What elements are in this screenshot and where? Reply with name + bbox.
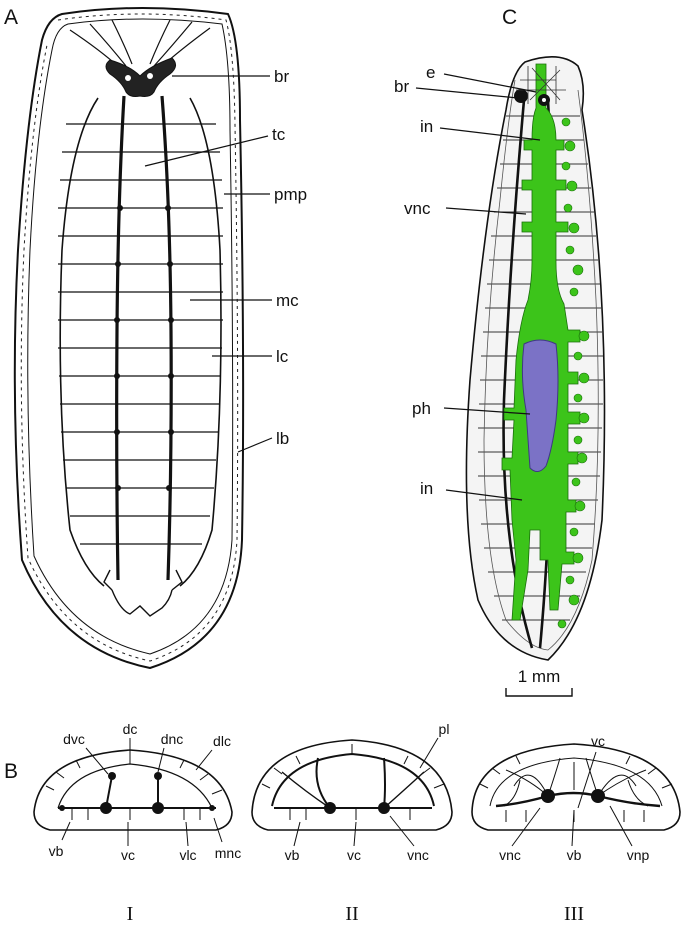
section-3-branches <box>503 757 649 807</box>
panel-b-section-3: vc vnc vb vnp III <box>471 733 681 925</box>
panel-a-body-outline <box>13 7 245 670</box>
section-2-dv-commissure-right <box>383 757 386 809</box>
section-1-dorsal-arc <box>57 763 213 809</box>
section-2-label-vb: vb <box>285 847 300 863</box>
panel-a-label-lb: lb <box>276 429 289 448</box>
panel-c-pharynx <box>521 339 559 472</box>
section-1-label-dc: dc <box>123 721 138 737</box>
section-1-label-vb: vb <box>49 843 64 859</box>
section-1-node <box>100 802 112 814</box>
panel-a-cord-nodes <box>114 205 174 491</box>
panel-c-scale-label: 1 mm <box>518 667 561 686</box>
section-1-leaders <box>61 738 223 847</box>
panel-c-vnc-left <box>502 99 534 649</box>
panel-a: A <box>4 6 307 670</box>
panel-a-letter: A <box>4 6 18 29</box>
panel-c-brain-left <box>514 89 528 103</box>
section-2-lateral-commissure-right <box>383 771 425 809</box>
panel-c-inner-margin <box>483 79 599 651</box>
section-2-label-vc: vc <box>347 847 361 863</box>
section-3-label-vnp: vnp <box>627 847 650 863</box>
section-1-node <box>152 802 164 814</box>
panel-c-head-nerves <box>516 66 566 104</box>
panel-a-label-mc: mc <box>276 291 299 310</box>
section-3-node <box>591 789 605 803</box>
section-1-label-dvc: dvc <box>63 731 85 747</box>
panel-c-label-in-bottom: in <box>420 479 433 498</box>
section-3-outline <box>471 743 681 831</box>
section-1-node <box>108 772 116 780</box>
panel-c-label-ph: ph <box>412 399 431 418</box>
panel-c-label-in-top: in <box>420 117 433 136</box>
panel-a-leader-lines <box>144 75 273 453</box>
section-2-ticks <box>261 744 445 820</box>
section-1-node <box>154 772 162 780</box>
panel-c-leader-lines <box>415 73 541 501</box>
panel-a-brain <box>105 57 176 97</box>
section-2-node <box>324 802 336 814</box>
panel-b-section-2: pl vb vc vnc II <box>251 721 453 925</box>
section-2-node <box>378 802 390 814</box>
section-3-ventral-plexus <box>495 791 661 808</box>
panel-c-eye-pupil <box>542 98 546 102</box>
panel-c-label-e: e <box>426 63 435 82</box>
section-1-label-vlc: vlc <box>179 847 196 863</box>
panel-a-tail-nerves <box>103 569 183 617</box>
section-2-plexus-arc <box>271 752 435 807</box>
section-3-leaders <box>511 751 633 847</box>
section-3-node <box>541 789 555 803</box>
section-3-ticks <box>479 755 673 822</box>
section-3-label-vnc: vnc <box>499 847 521 863</box>
section-3-inner-arc <box>489 757 663 807</box>
panel-c-scale-bar <box>505 688 573 697</box>
section-1-node <box>209 805 215 811</box>
section-1-outline <box>33 749 233 831</box>
panel-a-lateral-cord-right <box>179 97 222 587</box>
section-2-leaders <box>293 737 439 847</box>
section-3-roman: III <box>564 903 584 925</box>
panel-a-main-cord-left <box>115 95 126 581</box>
section-1-roman: I <box>127 903 134 925</box>
panel-a-head-nerves <box>69 19 211 69</box>
section-2-label-vnc: vnc <box>407 847 429 863</box>
section-3-label-vb: vb <box>567 847 582 863</box>
section-2-roman: II <box>345 903 358 925</box>
panel-a-label-tc: tc <box>272 125 286 144</box>
panel-a-brain-speckle <box>125 75 131 81</box>
panel-a-label-lc: lc <box>276 347 289 366</box>
panel-b-letter: B <box>4 760 18 783</box>
panel-c-label-vnc: vnc <box>404 199 431 218</box>
panel-a-marginal-plexus <box>20 13 239 662</box>
panel-a-inner-margin <box>27 18 234 655</box>
section-1-node <box>59 805 65 811</box>
section-2-lateral-commissure-left <box>281 771 331 809</box>
panel-b-section-1: dvc dc dnc dlc vb vc vlc mnc I <box>33 721 241 925</box>
section-2-outline <box>251 739 453 831</box>
panel-a-commissures <box>58 123 223 545</box>
panel-a-lateral-cord-left <box>59 97 105 587</box>
section-1-label-vc: vc <box>121 847 135 863</box>
section-3-label-vc: vc <box>591 733 605 749</box>
panel-c-diverticula <box>557 117 590 629</box>
panel-a-label-pmp: pmp <box>274 185 307 204</box>
panel-c: C <box>394 6 606 697</box>
panel-a-label-br: br <box>274 67 289 86</box>
section-1-label-dlc: dlc <box>213 733 231 749</box>
section-1-label-mnc: mnc <box>215 845 241 861</box>
section-2-label-pl: pl <box>439 721 450 737</box>
panel-a-brain-speckle <box>147 73 153 79</box>
section-1-label-dnc: dnc <box>161 731 184 747</box>
panel-c-letter: C <box>502 6 517 29</box>
panel-b: B <box>4 721 681 925</box>
panel-c-label-br: br <box>394 77 409 96</box>
panel-a-main-cord-right <box>160 95 173 581</box>
